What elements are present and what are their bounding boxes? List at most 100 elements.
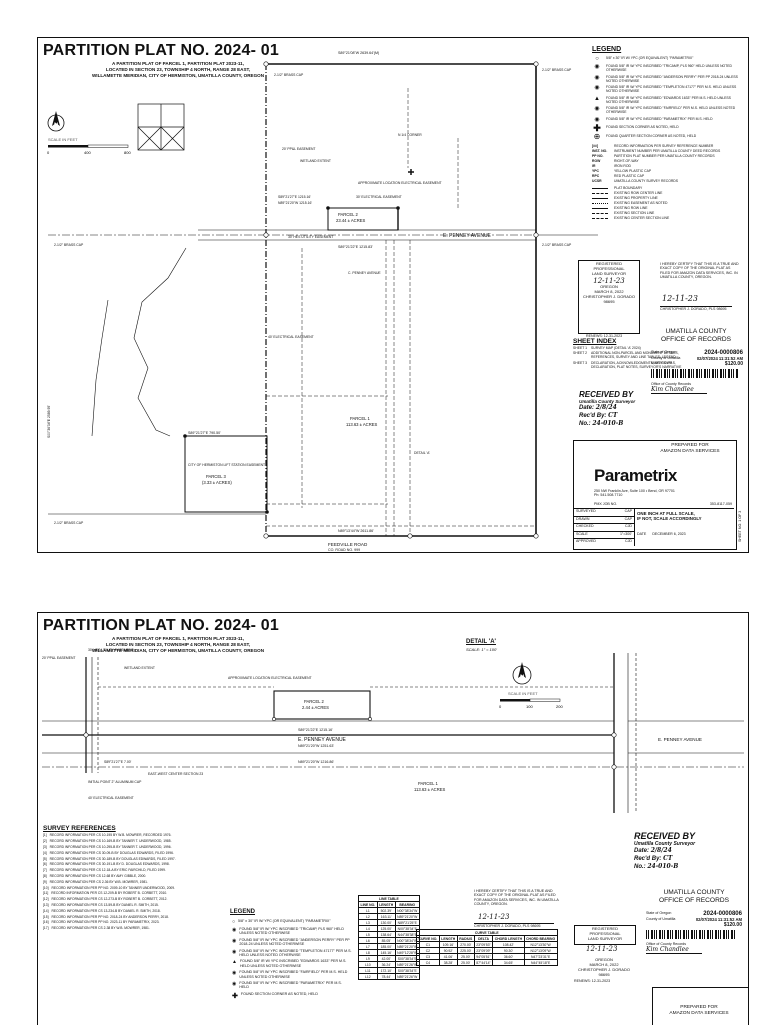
triangle-icon: ▲ — [594, 95, 600, 102]
svg-text:2-1/2" BRASS CAP: 2-1/2" BRASS CAP — [54, 243, 84, 247]
svg-text:DETAIL 'A': DETAIL 'A' — [414, 451, 430, 455]
svg-text:APPROXIMATE LOCATION ELECTRICA: APPROXIMATE LOCATION ELECTRICAL EASEMENT — [228, 676, 312, 680]
circle-dot-icon: ◉ — [232, 981, 237, 988]
penney-avenue-label: E. PENNEY AVENUE — [443, 233, 492, 239]
svg-text:0: 0 — [47, 150, 50, 155]
survey-reference-item: [10]RECORD INFORMATION PER PP NO. 2009-1… — [43, 885, 175, 890]
received-stamp: RECEIVED BY Umatilla County Surveyor Dat… — [579, 390, 636, 427]
sheet-index-title: SHEET INDEX — [573, 338, 617, 345]
plat-boundary — [48, 63, 537, 537]
penney-avenue-label: E. PENNEY AVENUE — [298, 737, 347, 743]
survey-reference-item: [6]RECORD INFORMATION PER CS 30-191-B BY… — [43, 862, 170, 867]
svg-text:30' ELECTRICAL EASEMENT: 30' ELECTRICAL EASEMENT — [356, 195, 402, 199]
table-cell: 38.28' — [438, 959, 458, 966]
reference-number: [10] — [43, 885, 49, 890]
title-block — [573, 440, 737, 550]
svg-text:N89°21'20"W 1215.16': N89°21'20"W 1215.16' — [278, 201, 312, 205]
recording-number: 2024-0000806 — [703, 911, 742, 917]
detail-scale: SCALE: 1" = 100' — [466, 647, 497, 652]
svg-text:S89°21'27"E 790.50': S89°21'27"E 790.50' — [188, 431, 221, 435]
table-cell: L12 — [358, 973, 378, 980]
survey-reference-item: [13]RECORD INFORMATION PER CS 13-59-B BY… — [43, 902, 159, 907]
svg-text:C. PENNEY AVENUE: C. PENNEY AVENUE — [348, 271, 381, 275]
reference-number: [9] — [43, 879, 47, 884]
svg-text:S89°21'27"E 7.00': S89°21'27"E 7.00' — [104, 760, 132, 764]
svg-text:40' ELECTRICAL EASEMENT: 40' ELECTRICAL EASEMENT — [88, 796, 134, 800]
survey-reference-item: [12]RECORD INFORMATION PER CS 12-273-B B… — [43, 897, 168, 902]
circle-open-icon: ○ — [595, 55, 599, 62]
parcel-3-label: PARCEL 3 — [206, 474, 226, 479]
svg-text:WETLAND EXTENT: WETLAND EXTENT — [300, 159, 331, 163]
certification-signature: 12-11-23 — [478, 913, 510, 921]
survey-reference-item: [4]RECORD INFORMATION PER CS 30-09-B BY … — [43, 850, 174, 855]
legend-item: ○5/8" x 30" IR W/ YPC (OR EQUIVALENT) "P… — [592, 56, 740, 62]
circle-dot-icon: ◉ — [232, 970, 237, 977]
survey-reference-item: [7]RECORD INFORMATION PER CS 12-18-A BY … — [43, 868, 166, 873]
legend-title: LEGEND — [230, 909, 256, 915]
north-arrow-icon: N — [512, 662, 532, 685]
survey-reference-item: [16]RECORD INFORMATION PER PP NO. 2023-1… — [43, 920, 160, 925]
table-cell: 78.44' — [376, 973, 396, 980]
circle-dot-icon: ◉ — [594, 106, 600, 112]
svg-text:30' HES UTILITY EASEMENT: 30' HES UTILITY EASEMENT — [88, 648, 133, 652]
reference-number: [15] — [43, 914, 49, 919]
survey-reference-item: [11]RECORD INFORMATION PER CS 12-209-B B… — [43, 891, 168, 896]
reference-number: [5] — [43, 856, 47, 861]
legend-item: ◉FOUND 5/8" IR W/ YPC INSCRIBED "TRICAMP… — [592, 64, 740, 72]
abbreviation-list: [##]RECORD INFORMATION PER SURVEY REFERE… — [592, 143, 721, 183]
svg-text:E. PENNEY AVENUE: E. PENNEY AVENUE — [658, 737, 702, 742]
svg-text:S00°36'34"E 2589.95': S00°36'34"E 2589.95' — [47, 405, 51, 438]
quarter-corner-icon: ⊕ — [593, 131, 601, 141]
plat-subtitle: A PARTITION PLAT OF PARCEL 1, PARTITION … — [91, 61, 265, 78]
reference-number: [14] — [43, 908, 49, 913]
section-corner-icon: ✚ — [593, 123, 601, 133]
svg-text:S89°21'22"E 1215.16': S89°21'22"E 1215.16' — [298, 728, 333, 732]
table-cell: N89°21'26"W — [394, 973, 420, 980]
reference-number: [11] — [43, 891, 49, 896]
legend-item: ◉FOUND 5/8" IR W/ YPC INSCRIBED "FAIRFIE… — [592, 106, 740, 114]
barcode — [651, 369, 739, 378]
section-corner-icon: ✚ — [232, 992, 238, 1000]
recorder-signature: Kim Chandlee — [646, 946, 702, 954]
certification-text: I HEREBY CERTIFY THAT THIS IS A TRUE AND… — [474, 889, 559, 907]
parcel-2-label: PARCEL 2 — [338, 212, 358, 217]
circle-open-icon: ○ — [232, 919, 236, 925]
survey-reference-item: [2]RECORD INFORMATION PER CS 10-169-B BY… — [43, 839, 172, 844]
parcel-3-outline — [184, 435, 268, 513]
table-cell: N44°45'18"E — [523, 959, 558, 966]
county-office: UMATILLA COUNTY OFFICE OF RECORDS — [659, 889, 729, 904]
svg-text:S89°21'08"W 2639.64'(M): S89°21'08"W 2639.64'(M) — [338, 51, 379, 55]
stamp-renews: RENEWS: 12-31-2023 — [574, 979, 611, 983]
parcel-2-label: PARCEL 2 — [304, 699, 324, 704]
circle-dot-icon: ◉ — [232, 937, 237, 944]
plat-sheet-2: PARTITION PLAT NO. 2024- 01 A PARTITION … — [37, 612, 749, 1025]
prepared-for: PREPARED FOR AMAZON DATA SERVICES — [660, 443, 720, 454]
svg-text:SCALE IN FEET: SCALE IN FEET — [48, 137, 78, 142]
parcel-2-outline — [327, 207, 399, 231]
stamp-renews: RENEWS: 12-31-2023 — [586, 334, 623, 338]
parcel-1-area: 113.63 ± ACRES — [346, 422, 378, 427]
svg-text:2-1/2" BRASS CAP: 2-1/2" BRASS CAP — [542, 243, 572, 247]
company-address: 250 NW Franklin Ave, Suite 100 • Bend, O… — [594, 489, 675, 498]
reference-number: [4] — [43, 850, 47, 855]
line-type-legend: PLAT BOUNDARY EXISTING ROW CENTER LINE E… — [592, 186, 740, 220]
reference-number: [1] — [43, 833, 47, 838]
svg-text:0: 0 — [499, 704, 502, 709]
surveyor-signature: 12-11-23 — [586, 945, 618, 953]
prepared-for: PREPARED FOR AMAZON DATA SERVICES — [669, 1005, 729, 1016]
detail-labels: PARCEL 2 2.44 ± ACRES PARCEL 1 113.63 ± … — [42, 648, 702, 800]
svg-text:APPROXIMATE LOCATION ELECTRICA: APPROXIMATE LOCATION ELECTRICAL EASEMENT — [358, 181, 442, 185]
circle-dot-icon: ◉ — [594, 116, 600, 123]
survey-reference-item: [8]RECORD INFORMATION PER CS 12-68 BY AM… — [43, 873, 147, 878]
map-labels: PARCEL 2 23.44 ± ACRES PARCEL 1 113.63 ±… — [47, 51, 572, 552]
svg-text:CITY OF HERMISTON LIFT STATION: CITY OF HERMISTON LIFT STATION EASEMENT — [188, 463, 265, 467]
svg-text:N: N — [520, 675, 524, 681]
plat-sheet-1: PARTITION PLAT NO. 2024- 01 A PARTITION … — [37, 37, 749, 553]
surveyor-signature: 12-11-23 — [593, 277, 625, 285]
